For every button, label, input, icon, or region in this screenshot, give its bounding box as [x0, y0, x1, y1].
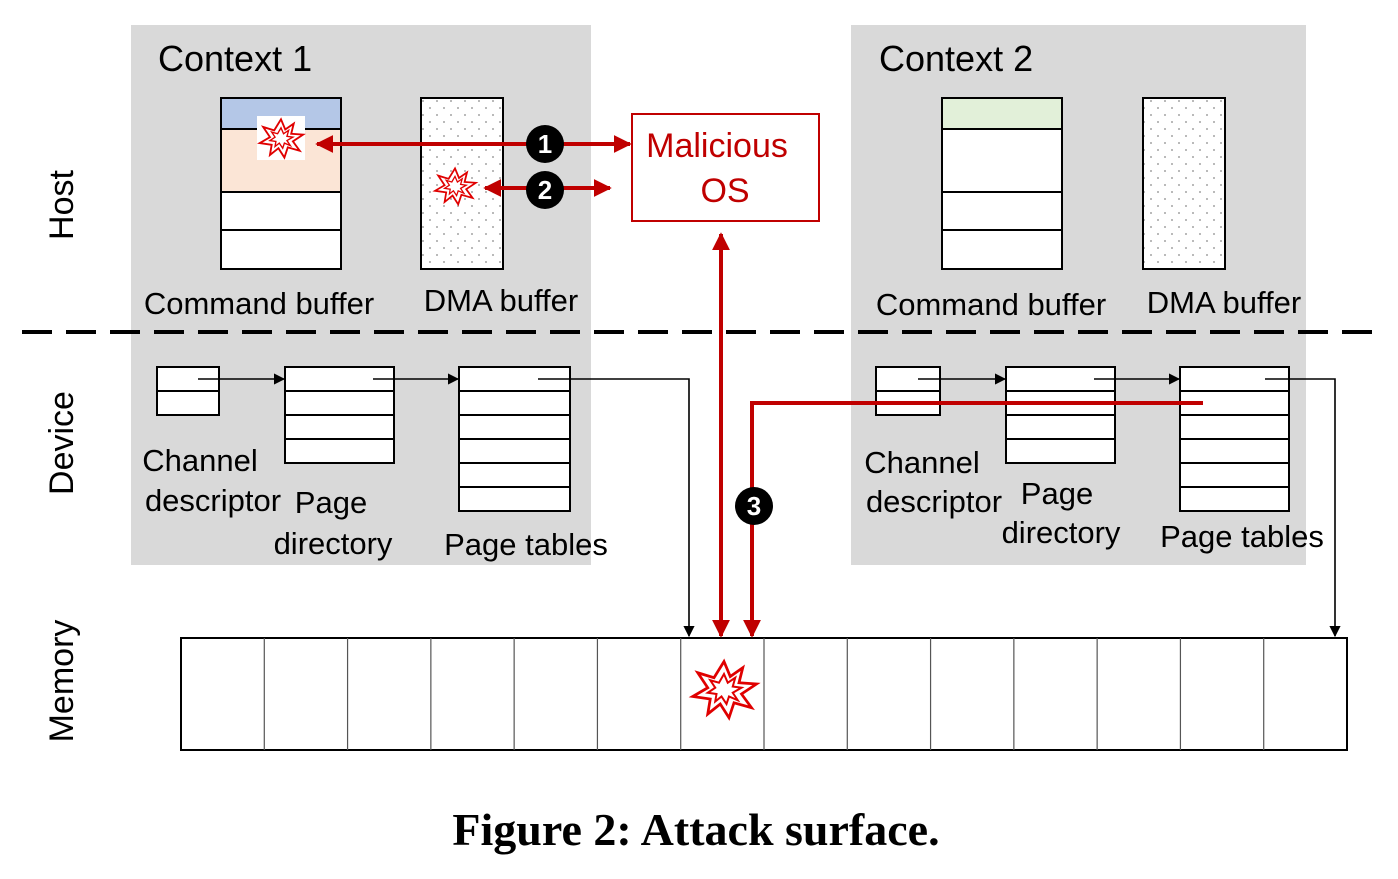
context-1-title: Context 1: [158, 38, 312, 79]
attack-marker-3: 3: [735, 487, 773, 525]
figure-caption: Figure 2: Attack surface.: [452, 804, 939, 855]
context-1-dma-buffer-label: DMA buffer: [424, 283, 579, 318]
context-2-command-buffer: [941, 97, 1063, 270]
context-1-channel-descriptor-line1: Channel: [142, 443, 257, 478]
memory-cells: [263, 638, 1265, 750]
attack-path-3: [743, 401, 1203, 638]
side-label-device: Device: [43, 391, 81, 495]
context-2-dma-buffer: [1142, 97, 1226, 270]
context-2-title: Context 2: [879, 38, 1033, 79]
context-2-page-directory: [1005, 366, 1116, 464]
svg-text:2: 2: [538, 175, 552, 205]
side-label-host: Host: [43, 169, 81, 239]
context-1-dma-buffer: [420, 97, 504, 270]
context-1-command-buffer-label: Command buffer: [144, 286, 374, 321]
attack-marker-1: 1: [526, 125, 564, 163]
svg-text:1: 1: [538, 129, 552, 159]
context-1-page-directory: [284, 366, 395, 464]
malicious-os-box: [631, 113, 820, 222]
context-2-page-directory-line1: Page: [1021, 476, 1093, 511]
context-2-channel-descriptor-line2: descriptor: [866, 484, 1002, 519]
context-1-page-directory-line2: directory: [274, 526, 393, 561]
context-1-channel-descriptor-line2: descriptor: [145, 483, 281, 518]
context-2-page-directory-line2: directory: [1002, 515, 1121, 550]
context-2-command-buffer-label: Command buffer: [876, 287, 1106, 322]
context-1-channel-descriptor: [156, 366, 220, 416]
side-label-memory: Memory: [43, 620, 81, 743]
context-2-channel-descriptor: [875, 366, 941, 416]
context-1-page-tables: [458, 366, 571, 512]
context-1-page-directory-line1: Page: [295, 485, 367, 520]
malicious-os-label-line2: OS: [700, 172, 749, 210]
svg-text:3: 3: [747, 491, 761, 521]
malicious-os-label-line1: Malicious: [646, 127, 788, 165]
context-2-page-tables-label: Page tables: [1160, 519, 1324, 554]
context-2-dma-buffer-label: DMA buffer: [1147, 285, 1302, 320]
attack-marker-2: 2: [526, 171, 564, 209]
context-2-page-tables: [1179, 366, 1290, 512]
context-1-page-tables-label: Page tables: [444, 527, 608, 562]
context-2-channel-descriptor-line1: Channel: [864, 445, 979, 480]
context-1-command-buffer: [220, 97, 342, 270]
